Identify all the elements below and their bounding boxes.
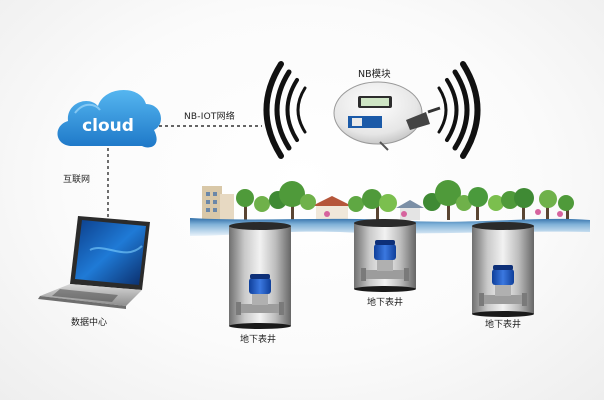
water-meter-icon xyxy=(479,265,527,306)
data-center-label: 数据中心 xyxy=(71,318,108,328)
nb-iot-network-label: NB-IOT网络 xyxy=(184,112,235,122)
laptop-icon xyxy=(38,216,150,309)
network-links xyxy=(107,125,262,218)
well-label-1: 地下表井 xyxy=(240,335,277,345)
internet-label: 互联网 xyxy=(63,175,91,185)
cloud-icon xyxy=(57,89,161,148)
water-meter-icon xyxy=(361,240,409,281)
nb-module-label: NB模块 xyxy=(358,69,391,80)
well-label-3: 地下表井 xyxy=(485,320,522,330)
well-label-2: 地下表井 xyxy=(367,298,404,308)
cloud-label: cloud xyxy=(82,116,134,136)
skyline-scenery xyxy=(202,180,574,220)
nb-module-icon xyxy=(333,81,441,151)
signal-waves-icon xyxy=(263,61,481,159)
water-meter-icon xyxy=(236,274,284,315)
